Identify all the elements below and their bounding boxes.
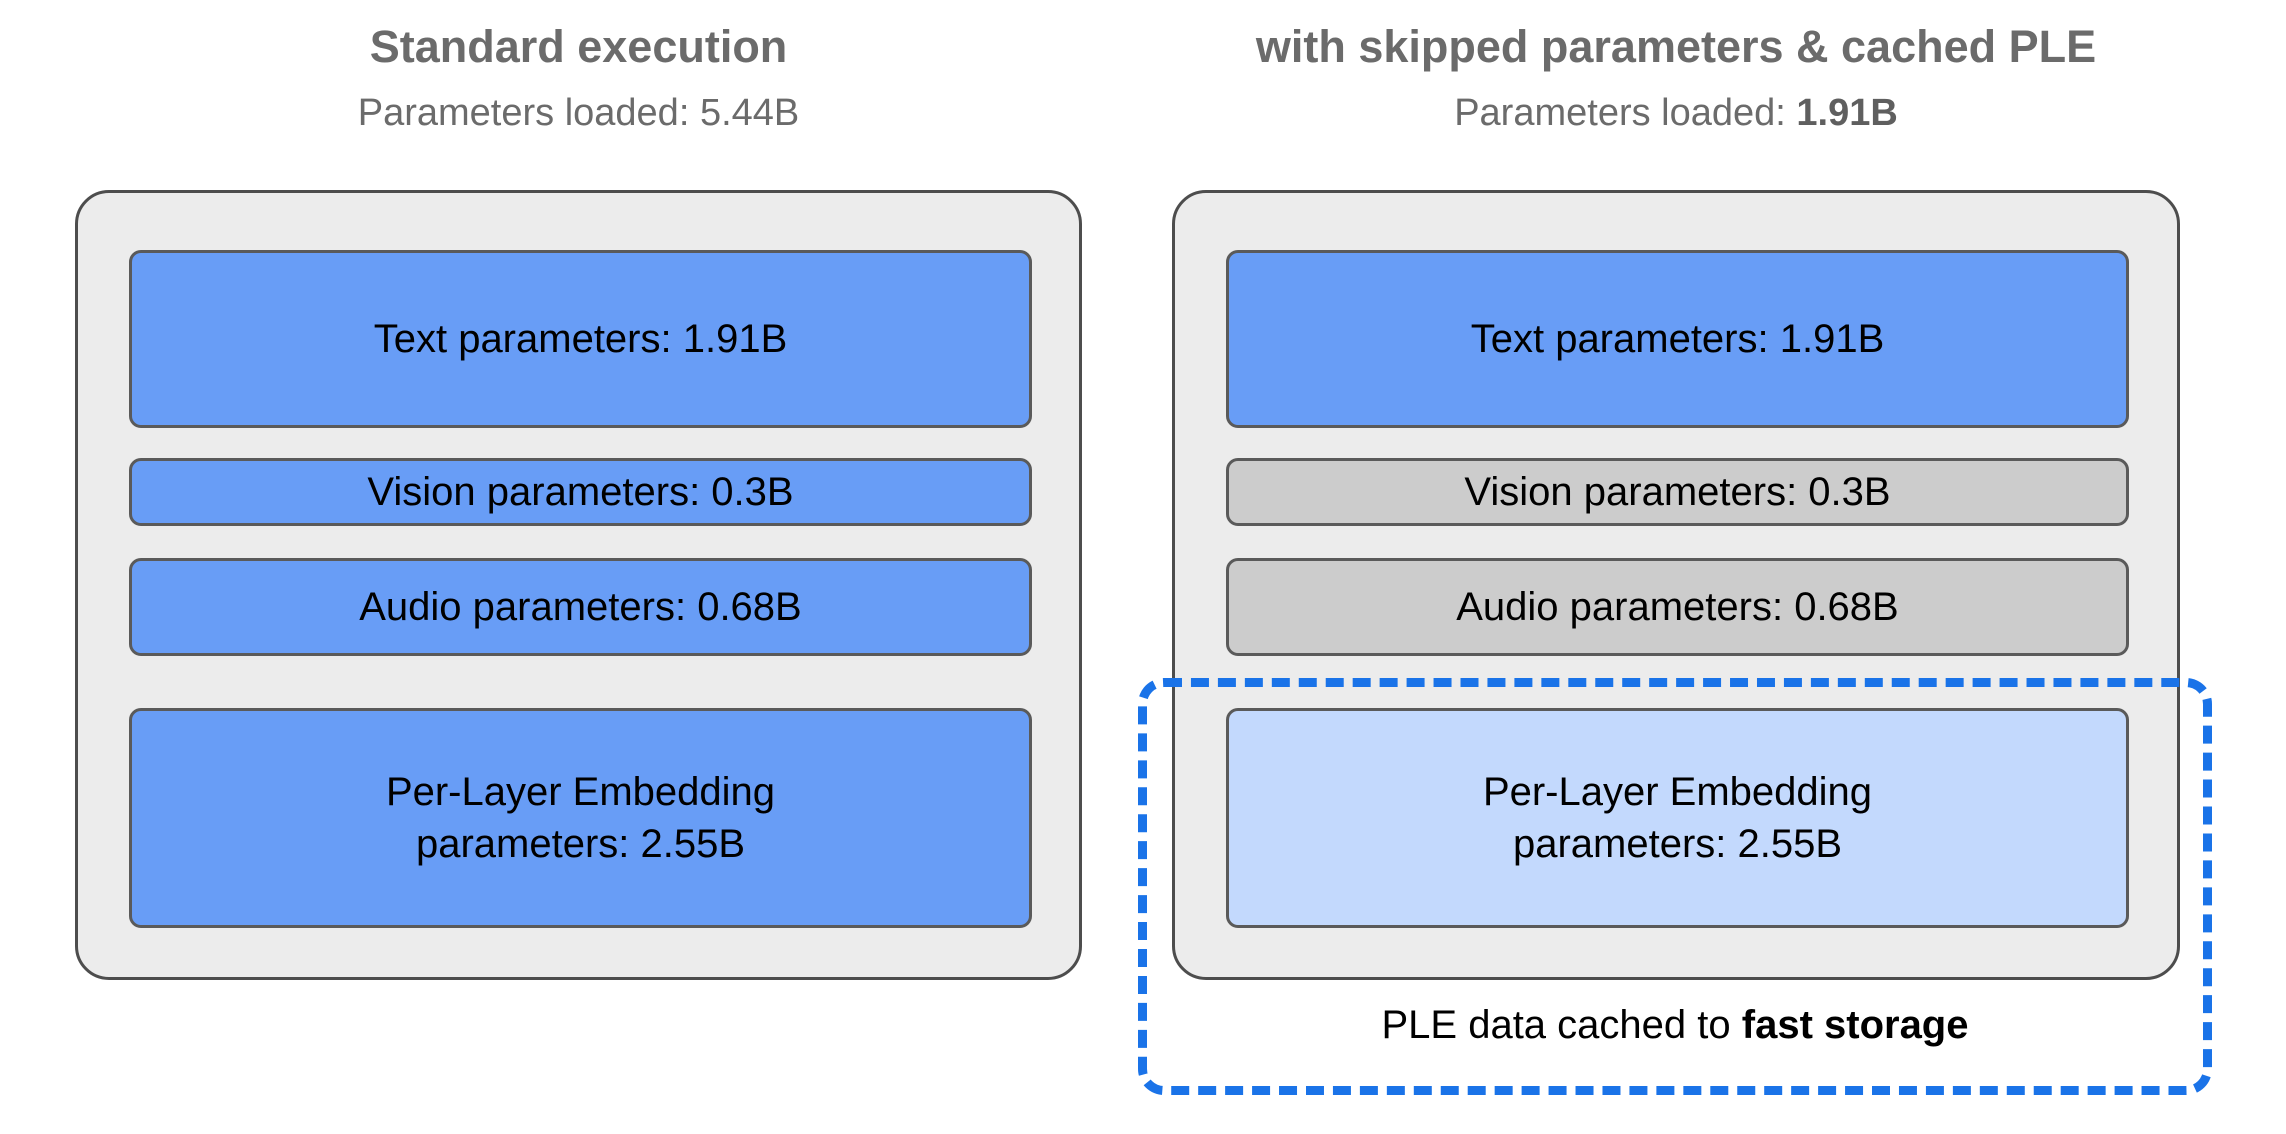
- block-ple-parameters-optimized-line2: parameters: 2.55B: [1512, 822, 1843, 866]
- column-title-skipped-cached: with skipped parameters & cached PLE: [1255, 21, 2097, 72]
- column-header-standard: Standard execution Parameters loaded: 5.…: [75, 20, 1082, 136]
- cache-region-caption-emphasis: fast storage: [1741, 1003, 1969, 1047]
- block-ple-parameters-optimized: Per-Layer Embedding parameters: 2.55B: [1226, 708, 2129, 928]
- block-vision-parameters-standard: Vision parameters: 0.3B: [129, 458, 1032, 526]
- block-ple-parameters-optimized-line1: Per-Layer Embedding: [1482, 770, 1873, 814]
- column-subtitle-skipped-cached: Parameters loaded: 1.91B: [1172, 90, 2180, 136]
- block-vision-parameters-optimized: Vision parameters: 0.3B: [1226, 458, 2129, 526]
- block-text-parameters-optimized: Text parameters: 1.91B: [1226, 250, 2129, 428]
- column-header-skipped-cached: with skipped parameters & cached PLE Par…: [1172, 20, 2180, 136]
- column-title-standard: Standard execution: [369, 21, 788, 72]
- block-text-parameters-standard: Text parameters: 1.91B: [129, 250, 1032, 428]
- column-subtitle-skipped-cached-prefix: Parameters loaded:: [1454, 92, 1797, 134]
- panel-standard-execution: Text parameters: 1.91B Vision parameters…: [75, 190, 1082, 980]
- block-ple-parameters-standard-line1: Per-Layer Embedding: [385, 770, 776, 814]
- column-subtitle-standard-value: 5.44B: [699, 92, 800, 134]
- block-audio-parameters-standard: Audio parameters: 0.68B: [129, 558, 1032, 656]
- block-ple-parameters-standard: Per-Layer Embedding parameters: 2.55B: [129, 708, 1032, 928]
- block-audio-parameters-optimized: Audio parameters: 0.68B: [1226, 558, 2129, 656]
- cache-region-caption-prefix: PLE data cached to: [1381, 1003, 1742, 1047]
- cache-region-caption: PLE data cached to fast storage: [1138, 1000, 2212, 1050]
- block-ple-parameters-standard-line2: parameters: 2.55B: [415, 822, 746, 866]
- panel-skipped-cached-execution: Text parameters: 1.91B Vision parameters…: [1172, 190, 2180, 980]
- column-subtitle-standard-prefix: Parameters loaded:: [357, 92, 700, 134]
- column-subtitle-standard: Parameters loaded: 5.44B: [75, 90, 1082, 136]
- column-subtitle-skipped-cached-value: 1.91B: [1796, 92, 1898, 134]
